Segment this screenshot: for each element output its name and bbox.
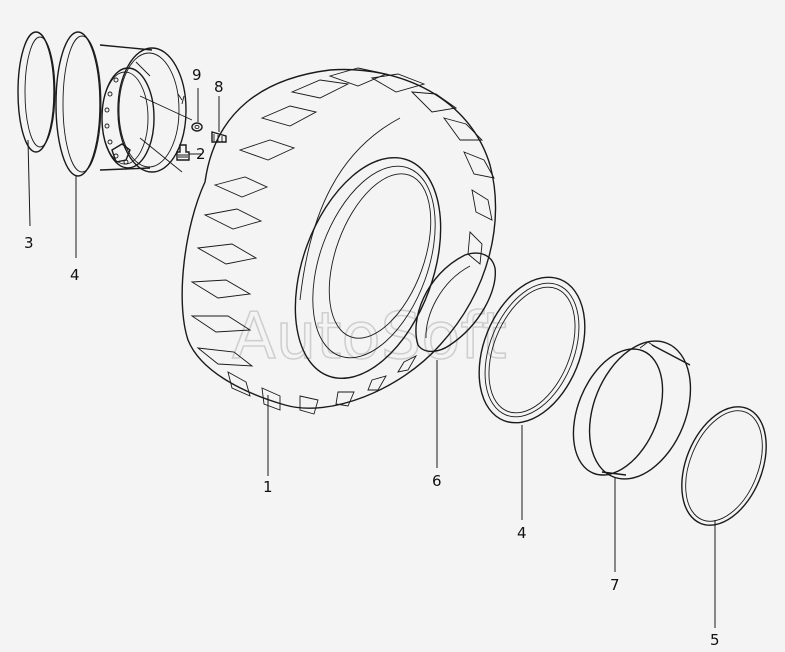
tire-bead-opening xyxy=(294,156,442,380)
outer-flange-ring xyxy=(17,31,55,153)
rim-bolt-holes xyxy=(104,77,129,165)
tread-blocks xyxy=(190,67,495,415)
rim-assembly xyxy=(17,31,193,177)
tire xyxy=(181,67,497,415)
callout-outer-flange-ring: 3 xyxy=(24,234,34,252)
rim-drum xyxy=(117,47,187,173)
callout-bolt: 8 xyxy=(214,78,224,96)
side-ring xyxy=(572,340,692,480)
washer xyxy=(191,122,203,132)
callout-valve: 2 xyxy=(196,145,206,163)
lock-ring xyxy=(681,406,767,526)
bead-seat-ring-left xyxy=(55,31,101,177)
callout-bead-seat-right: 4 xyxy=(517,524,527,542)
bead-seat-ring-right xyxy=(478,276,586,424)
valve xyxy=(176,144,190,161)
callout-side-ring: 7 xyxy=(610,576,620,594)
valve-slot xyxy=(111,143,131,163)
flap xyxy=(415,252,496,353)
callout-washer: 9 xyxy=(192,66,202,84)
leader-lines xyxy=(27,88,716,628)
callout-flap: 6 xyxy=(432,472,442,490)
callout-tire: 1 xyxy=(263,478,273,496)
callout-bead-seat-left: 4 xyxy=(70,266,80,284)
callout-lock-ring: 5 xyxy=(710,631,720,649)
